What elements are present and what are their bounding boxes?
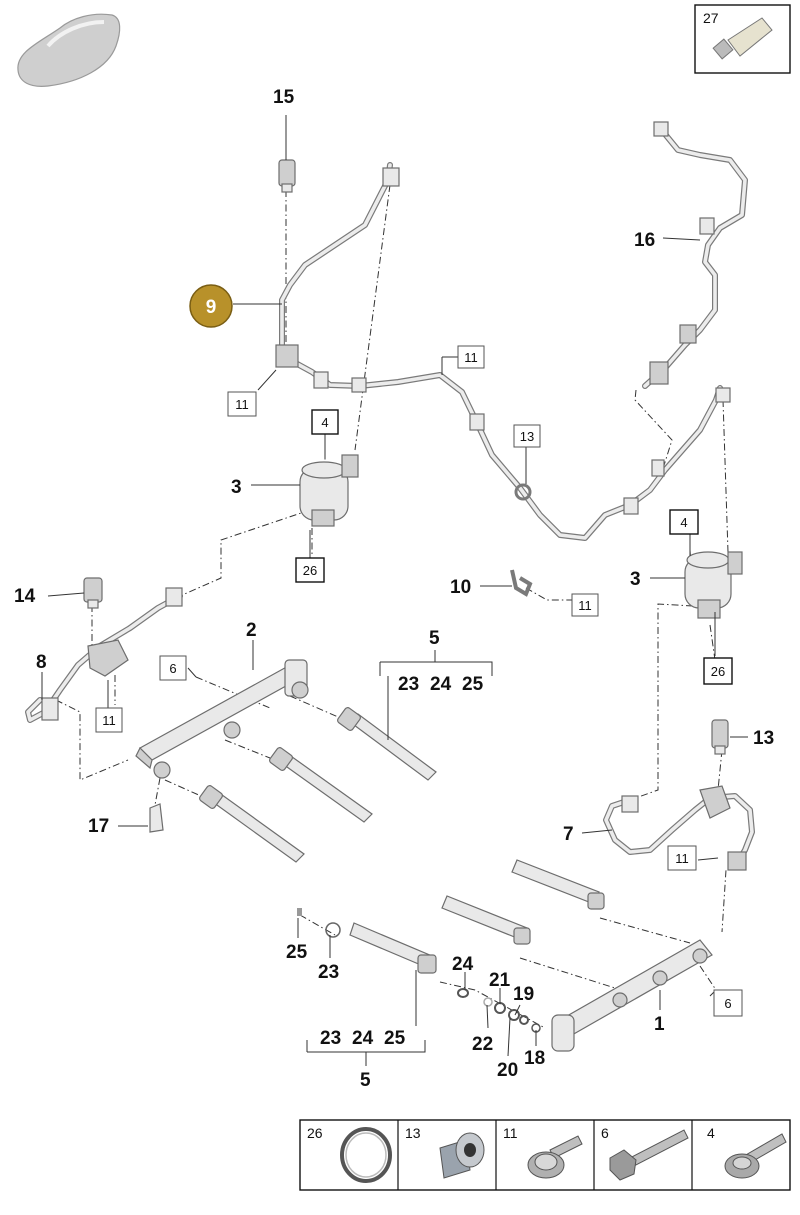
svg-text:13: 13	[405, 1125, 421, 1141]
callout-3-right[interactable]: 3	[630, 569, 641, 590]
injector-bottom-right[interactable]	[511, 859, 605, 910]
callout-17[interactable]: 17	[88, 816, 109, 837]
callout-8[interactable]: 8	[36, 652, 47, 673]
legend-cell-26[interactable]: 26	[307, 1125, 392, 1183]
line-bracket	[275, 344, 299, 368]
fuel-line-7[interactable]	[603, 785, 755, 871]
ref-box-6-top[interactable]: 6	[159, 655, 187, 681]
callout-13[interactable]: 13	[753, 728, 774, 749]
ref-box-26-left[interactable]: 26	[295, 557, 325, 583]
ref-box-11-bracket[interactable]: 11	[95, 707, 123, 733]
callout-25[interactable]: 25	[286, 942, 308, 963]
injector-bottom-left[interactable]	[349, 922, 437, 974]
callout-1[interactable]: 1	[654, 1014, 665, 1035]
part-27-label: 27	[703, 10, 719, 26]
fuel-rail-1[interactable]	[551, 939, 713, 1052]
clip-10[interactable]	[510, 569, 533, 597]
group-5-bottom-23[interactable]: 23	[320, 1028, 341, 1049]
svg-text:4: 4	[707, 1125, 715, 1141]
fuel-rail-2[interactable]	[135, 659, 309, 779]
callout-24[interactable]: 24	[452, 954, 474, 975]
boxed-references: 11 11 13 4 26 11 4 26	[95, 345, 743, 1017]
callout-leaders	[41, 115, 748, 1066]
callout-20[interactable]: 20	[497, 1060, 518, 1081]
injector-lower[interactable]	[198, 784, 305, 863]
legend-cell-4[interactable]: 4	[707, 1125, 787, 1179]
legend-cell-6[interactable]: 6	[601, 1125, 689, 1181]
callout-16[interactable]: 16	[634, 230, 655, 251]
callout-5-bottom[interactable]: 5	[360, 1070, 371, 1091]
svg-text:6: 6	[169, 661, 176, 676]
high-pressure-pump-3-left[interactable]	[299, 454, 359, 527]
fuel-line-9[interactable]	[275, 162, 731, 541]
hardware-legend-table: 26 13 11 6	[299, 1119, 791, 1191]
callout-21[interactable]: 21	[489, 970, 511, 991]
svg-text:26: 26	[711, 664, 725, 679]
svg-text:11: 11	[578, 598, 592, 613]
callout-18[interactable]: 18	[524, 1048, 545, 1069]
group-5-bottom-24[interactable]: 24	[352, 1028, 374, 1049]
ref-box-4-right[interactable]: 4	[669, 509, 699, 535]
group-5-bottom-25[interactable]: 25	[384, 1028, 406, 1049]
ref-box-13[interactable]: 13	[513, 424, 541, 448]
ref-box-11-line7[interactable]: 11	[667, 845, 697, 871]
callout-22[interactable]: 22	[472, 1034, 493, 1055]
legend-cell-13[interactable]: 13	[405, 1125, 485, 1179]
svg-text:11: 11	[235, 397, 249, 412]
torx-bolt-icon	[724, 1133, 787, 1179]
group-5-top-23[interactable]: 23	[398, 674, 419, 695]
ref-box-26-right[interactable]: 26	[703, 657, 733, 685]
callout-7[interactable]: 7	[563, 824, 574, 845]
callout-19[interactable]: 19	[513, 984, 534, 1005]
pressure-sensor-15[interactable]	[278, 159, 296, 193]
callout-15[interactable]: 15	[273, 87, 295, 108]
svg-text:26: 26	[303, 563, 317, 578]
hex-bolt-icon	[609, 1129, 689, 1181]
pressure-sensor-13[interactable]	[711, 719, 729, 755]
pressure-sensor-14[interactable]	[83, 577, 103, 609]
callout-9: 9	[206, 297, 217, 318]
car-silhouette-icon	[17, 13, 121, 87]
ref-box-11-clip[interactable]: 11	[571, 593, 599, 617]
callout-10[interactable]: 10	[450, 577, 471, 598]
grease-tube-icon	[712, 17, 773, 60]
injector-middle[interactable]	[268, 746, 373, 823]
callout-2[interactable]: 2	[246, 620, 257, 641]
svg-text:26: 26	[307, 1125, 323, 1141]
fuel-line-16[interactable]	[642, 121, 748, 389]
group-5-top-24[interactable]: 24	[430, 674, 452, 695]
svg-text:11: 11	[503, 1125, 518, 1141]
callout-3-left[interactable]: 3	[231, 477, 242, 498]
svg-text:11: 11	[102, 713, 116, 728]
group-5-top-25[interactable]: 25	[462, 674, 484, 695]
svg-text:11: 11	[464, 350, 478, 365]
flange-bolt-icon	[527, 1135, 583, 1179]
svg-text:13: 13	[520, 429, 534, 444]
injector-upper-right[interactable]	[336, 706, 437, 781]
svg-text:4: 4	[680, 515, 687, 530]
legend-cell-11[interactable]: 11	[503, 1125, 583, 1179]
high-pressure-pump-3-right[interactable]	[684, 551, 743, 619]
svg-text:11: 11	[675, 851, 689, 866]
bracket-17[interactable]	[149, 803, 164, 833]
plug-screw-icon	[439, 1132, 485, 1179]
svg-text:6: 6	[724, 996, 731, 1011]
callout-23[interactable]: 23	[318, 962, 339, 983]
ref-box-6-bottom[interactable]: 6	[713, 989, 743, 1017]
svg-text:4: 4	[321, 415, 328, 430]
ref-box-11-top-middle[interactable]: 11	[457, 345, 485, 369]
callout-9-highlight[interactable]: 9	[189, 284, 233, 328]
callout-numbers: 15 16 3 14 10 3 8 2 5 23 24 25 17 7 13 1…	[14, 87, 774, 1091]
svg-text:6: 6	[601, 1125, 609, 1141]
injector-bottom-middle[interactable]	[441, 895, 531, 945]
fuel-line-8[interactable]	[25, 587, 183, 723]
callout-14[interactable]: 14	[14, 586, 36, 607]
callout-5-top[interactable]: 5	[429, 628, 440, 649]
part-27-box[interactable]: 27	[694, 4, 791, 74]
o-ring-seal-icon	[340, 1127, 392, 1183]
ref-box-11-top-left[interactable]: 11	[227, 391, 257, 417]
ref-box-4-left[interactable]: 4	[311, 409, 339, 435]
